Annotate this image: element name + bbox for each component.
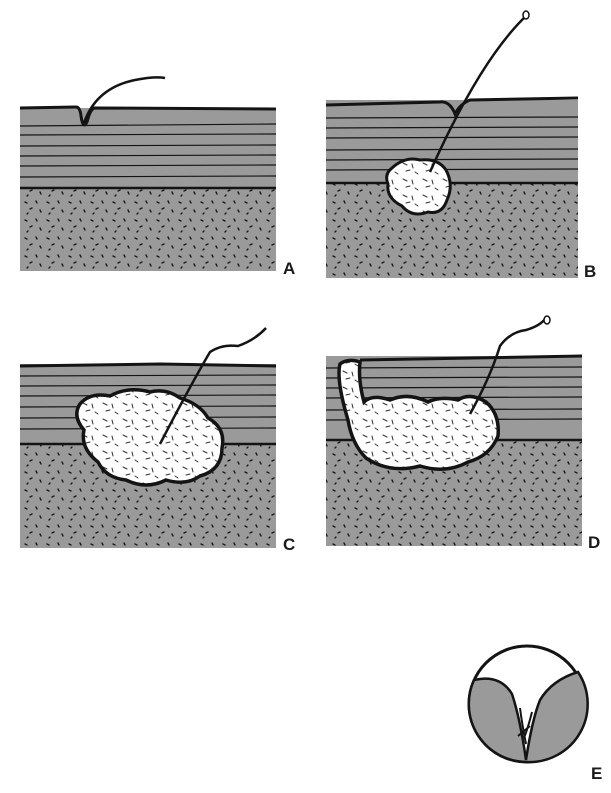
panel-d-hair-tip	[544, 316, 550, 324]
panel-c: C	[20, 328, 295, 554]
panel-c-label: C	[283, 535, 295, 554]
panel-e: E	[469, 646, 603, 783]
panel-a-label: A	[283, 259, 295, 278]
panel-a: A	[20, 77, 295, 278]
panel-b: B	[326, 11, 596, 281]
panel-b-dermis	[326, 183, 578, 278]
panel-b-hair-tip	[523, 11, 529, 19]
panel-b-label: B	[584, 262, 596, 281]
panel-a-dermis	[20, 188, 276, 271]
panel-d: D	[326, 316, 600, 552]
panel-e-label: E	[591, 764, 602, 783]
panel-d-label: D	[588, 533, 600, 552]
